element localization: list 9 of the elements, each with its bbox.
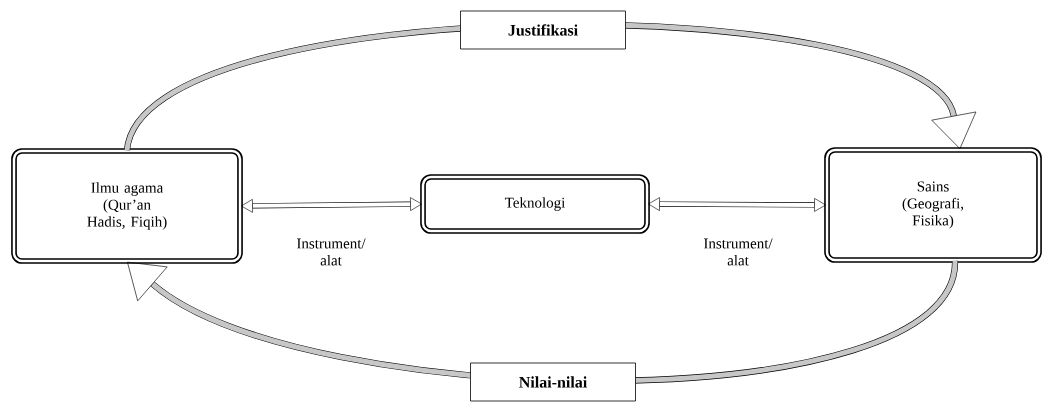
edge-label: Justifikasi [508, 24, 578, 36]
process-box: Teknologi [420, 174, 650, 234]
arrow [241, 197, 422, 213]
edge-label: Instrument/ alat [704, 238, 773, 266]
process-box: Sains (Geografi, Fisika) [824, 147, 1042, 263]
edge-label: Instrument/ alat [297, 238, 366, 266]
edge-label: Nilai-nilai [519, 376, 587, 388]
process-box: Ilmu agama (Qur’an Hadis, Fiqih) [11, 148, 243, 264]
arrow [648, 197, 826, 212]
